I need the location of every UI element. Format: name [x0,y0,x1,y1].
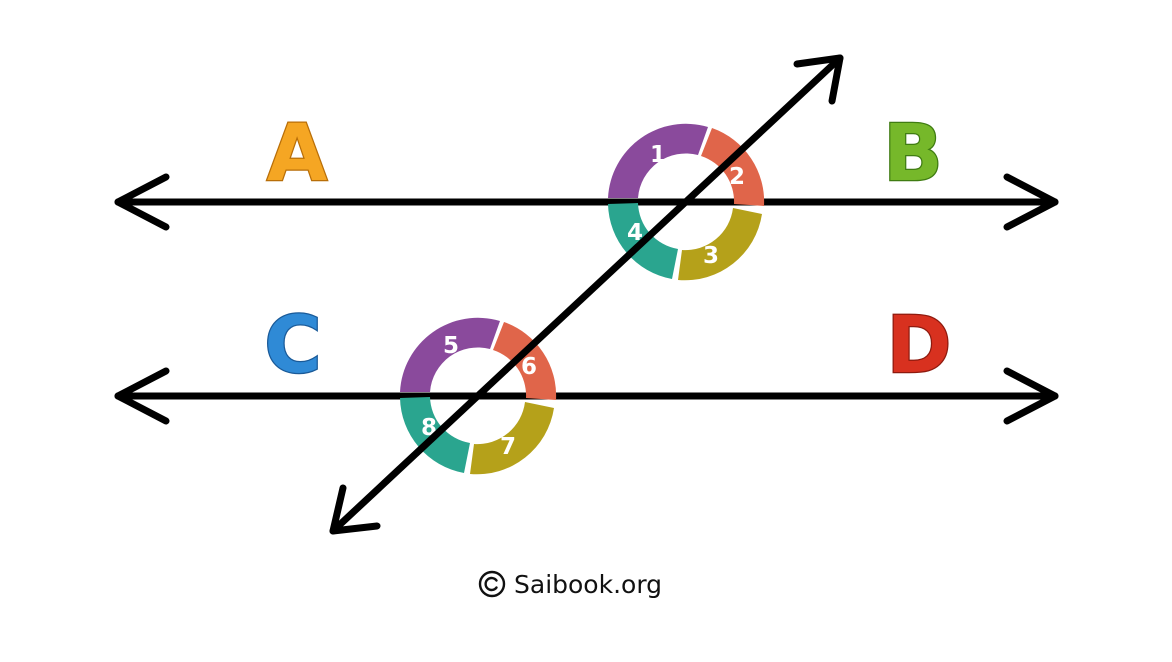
angle-ring-upper: 1 2 3 4 [608,123,765,281]
angle-label-2: 2 [729,164,745,190]
angle-label-4: 4 [627,220,643,246]
line-cd-right-arrowhead [1003,367,1059,425]
angle-ring-lower: 5 6 7 8 [400,317,557,475]
line-label-a: A [267,109,327,199]
transversal-top-arrowhead [793,54,844,105]
line-label-b: B [883,109,942,199]
credit-text: Saibook.org [514,569,663,599]
angle-label-1: 1 [650,142,666,168]
angle-label-5: 5 [443,333,459,359]
line-ab [114,173,1059,231]
angle-arc-1 [608,123,708,198]
line-ab-left-arrowhead [114,173,170,231]
angle-label-6: 6 [521,354,537,380]
angle-arc-6 [493,322,557,400]
credit-watermark: Saibook.org [478,566,662,602]
transversal-line [329,54,844,535]
transversal-bottom-arrowhead [329,484,381,535]
angle-arc-5 [400,317,500,392]
line-ab-right-arrowhead [1003,173,1059,231]
angle-arc-3 [678,208,762,281]
line-label-c: C [264,301,321,391]
angle-arc-2 [701,128,765,206]
angle-label-3: 3 [703,243,719,269]
copyright-icon [478,570,506,598]
line-label-d: D [887,301,952,391]
angle-label-7: 7 [500,434,516,460]
angle-arc-7 [470,402,554,475]
line-cd-left-arrowhead [114,367,170,425]
line-cd [114,367,1059,425]
